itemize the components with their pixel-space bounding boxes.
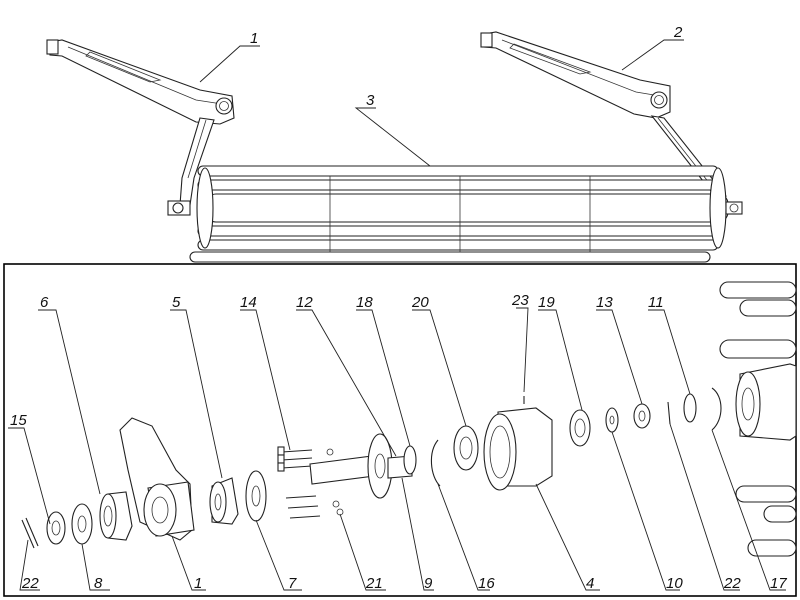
pin-22: [667, 401, 671, 425]
callout-4: 4: [586, 575, 594, 592]
bearing-19: [569, 409, 591, 447]
roller-end: [719, 281, 797, 557]
callout-14: 14: [240, 294, 257, 311]
callout-19: 19: [538, 294, 555, 311]
exploded-parts: [21, 281, 797, 557]
detail-leaders: [8, 307, 786, 591]
cotter-pin-22: [21, 517, 39, 549]
seal-18: [403, 445, 417, 475]
bearing-20: [453, 425, 479, 471]
callout-15: 15: [10, 412, 27, 429]
callout-23: 23: [511, 292, 529, 309]
callout-10: 10: [666, 575, 683, 592]
callout-18: 18: [356, 294, 373, 311]
washer-10: [605, 407, 619, 433]
callout-12: 12: [296, 294, 313, 311]
callout-7: 7: [288, 575, 297, 592]
overview-assembly: 1 2 3: [46, 24, 743, 263]
callout-13: 13: [596, 294, 613, 311]
washer-7: [245, 470, 267, 522]
shaft-flange-12: [309, 433, 413, 499]
nuts-21: [326, 448, 344, 516]
detail-callouts-bottom: 22 8 1 7 21 9 16 4 10 22 17: [21, 575, 787, 592]
callout-9: 9: [424, 575, 433, 592]
washer-11: [683, 393, 697, 423]
callout-1: 1: [194, 575, 202, 592]
circlip-16: [430, 439, 441, 487]
circlip-17: [711, 387, 722, 431]
bolts-14: [277, 446, 321, 519]
callout-21: 21: [365, 575, 383, 592]
cone-5: [209, 477, 239, 525]
callout-8: 8: [94, 575, 103, 592]
callout-16: 16: [478, 575, 495, 592]
overview-leaders: [199, 39, 684, 167]
hub-housing-4: [483, 407, 553, 491]
callout-5: 5: [172, 294, 181, 311]
callout-11: 11: [648, 294, 664, 311]
callout-6: 6: [40, 294, 49, 311]
roller-cage: [167, 165, 743, 263]
nut-13: [633, 403, 651, 429]
callout-20: 20: [411, 294, 429, 311]
callout-top-3: 3: [366, 92, 375, 109]
castle-nut-15: [46, 511, 66, 545]
callout-22-right: 22: [723, 575, 741, 592]
callout-22-left: 22: [21, 575, 39, 592]
arm-end-1: [119, 417, 195, 541]
washer-8: [71, 503, 93, 545]
callout-17: 17: [770, 575, 787, 592]
callout-top-1: 1: [250, 30, 258, 47]
left-arm: [46, 39, 235, 206]
detail-callouts-top: 15 6 5 14 12 18 20 23 19 13 11: [10, 292, 664, 429]
cone-bushing-6: [99, 491, 133, 541]
callout-top-2: 2: [673, 24, 683, 41]
